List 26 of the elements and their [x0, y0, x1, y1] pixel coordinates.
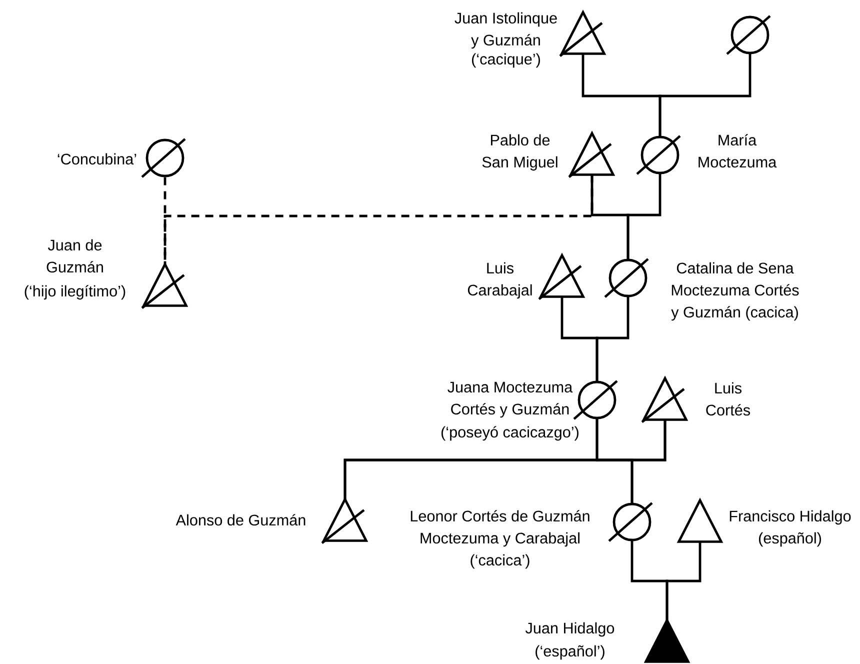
name-label: Luis Carabajal: [468, 262, 532, 299]
name-label: Francisco Hidalgo: [730, 510, 851, 525]
descent-line: [626, 173, 662, 260]
name-label: ‘Concubina’: [58, 153, 136, 165]
name-label: Juan Istolinque y Guzmán: [454, 12, 557, 49]
name-label: (español): [759, 532, 821, 547]
descent-line: [164, 177, 166, 264]
circle-symbol: [726, 15, 771, 55]
name-label: Catalina de Sena Moctezuma Cortés y Guzmán (cacica): [671, 262, 799, 321]
descent-line: [658, 53, 752, 137]
descent-line: [596, 296, 630, 382]
name-label: Luis Cortés: [706, 382, 750, 416]
name-label: (‘español’): [536, 645, 604, 660]
name-label: Juana Moctezuma Cortés y Guzmán: [448, 382, 573, 418]
descent-line: [666, 540, 702, 622]
name-label: Pablo de San Miguel: [482, 134, 558, 171]
name-label: Juan Hidalgo: [525, 622, 614, 637]
name-label: Alonso de Guzmán: [176, 514, 306, 526]
name-label: (‘poseyó cacicazgo’): [442, 426, 578, 441]
name-label: María Moctezuma: [698, 134, 777, 168]
name-label: Juan de Guzmán: [46, 239, 103, 273]
descent-line: [594, 418, 666, 504]
name-label: Leonor Cortés de Guzmán Moctezuma y Carabajal: [410, 510, 590, 547]
name-label: (‘hijo ilegítimo’): [24, 285, 126, 300]
name-label: (‘cacica’): [470, 554, 530, 569]
name-label: (‘cacique’): [472, 53, 540, 68]
